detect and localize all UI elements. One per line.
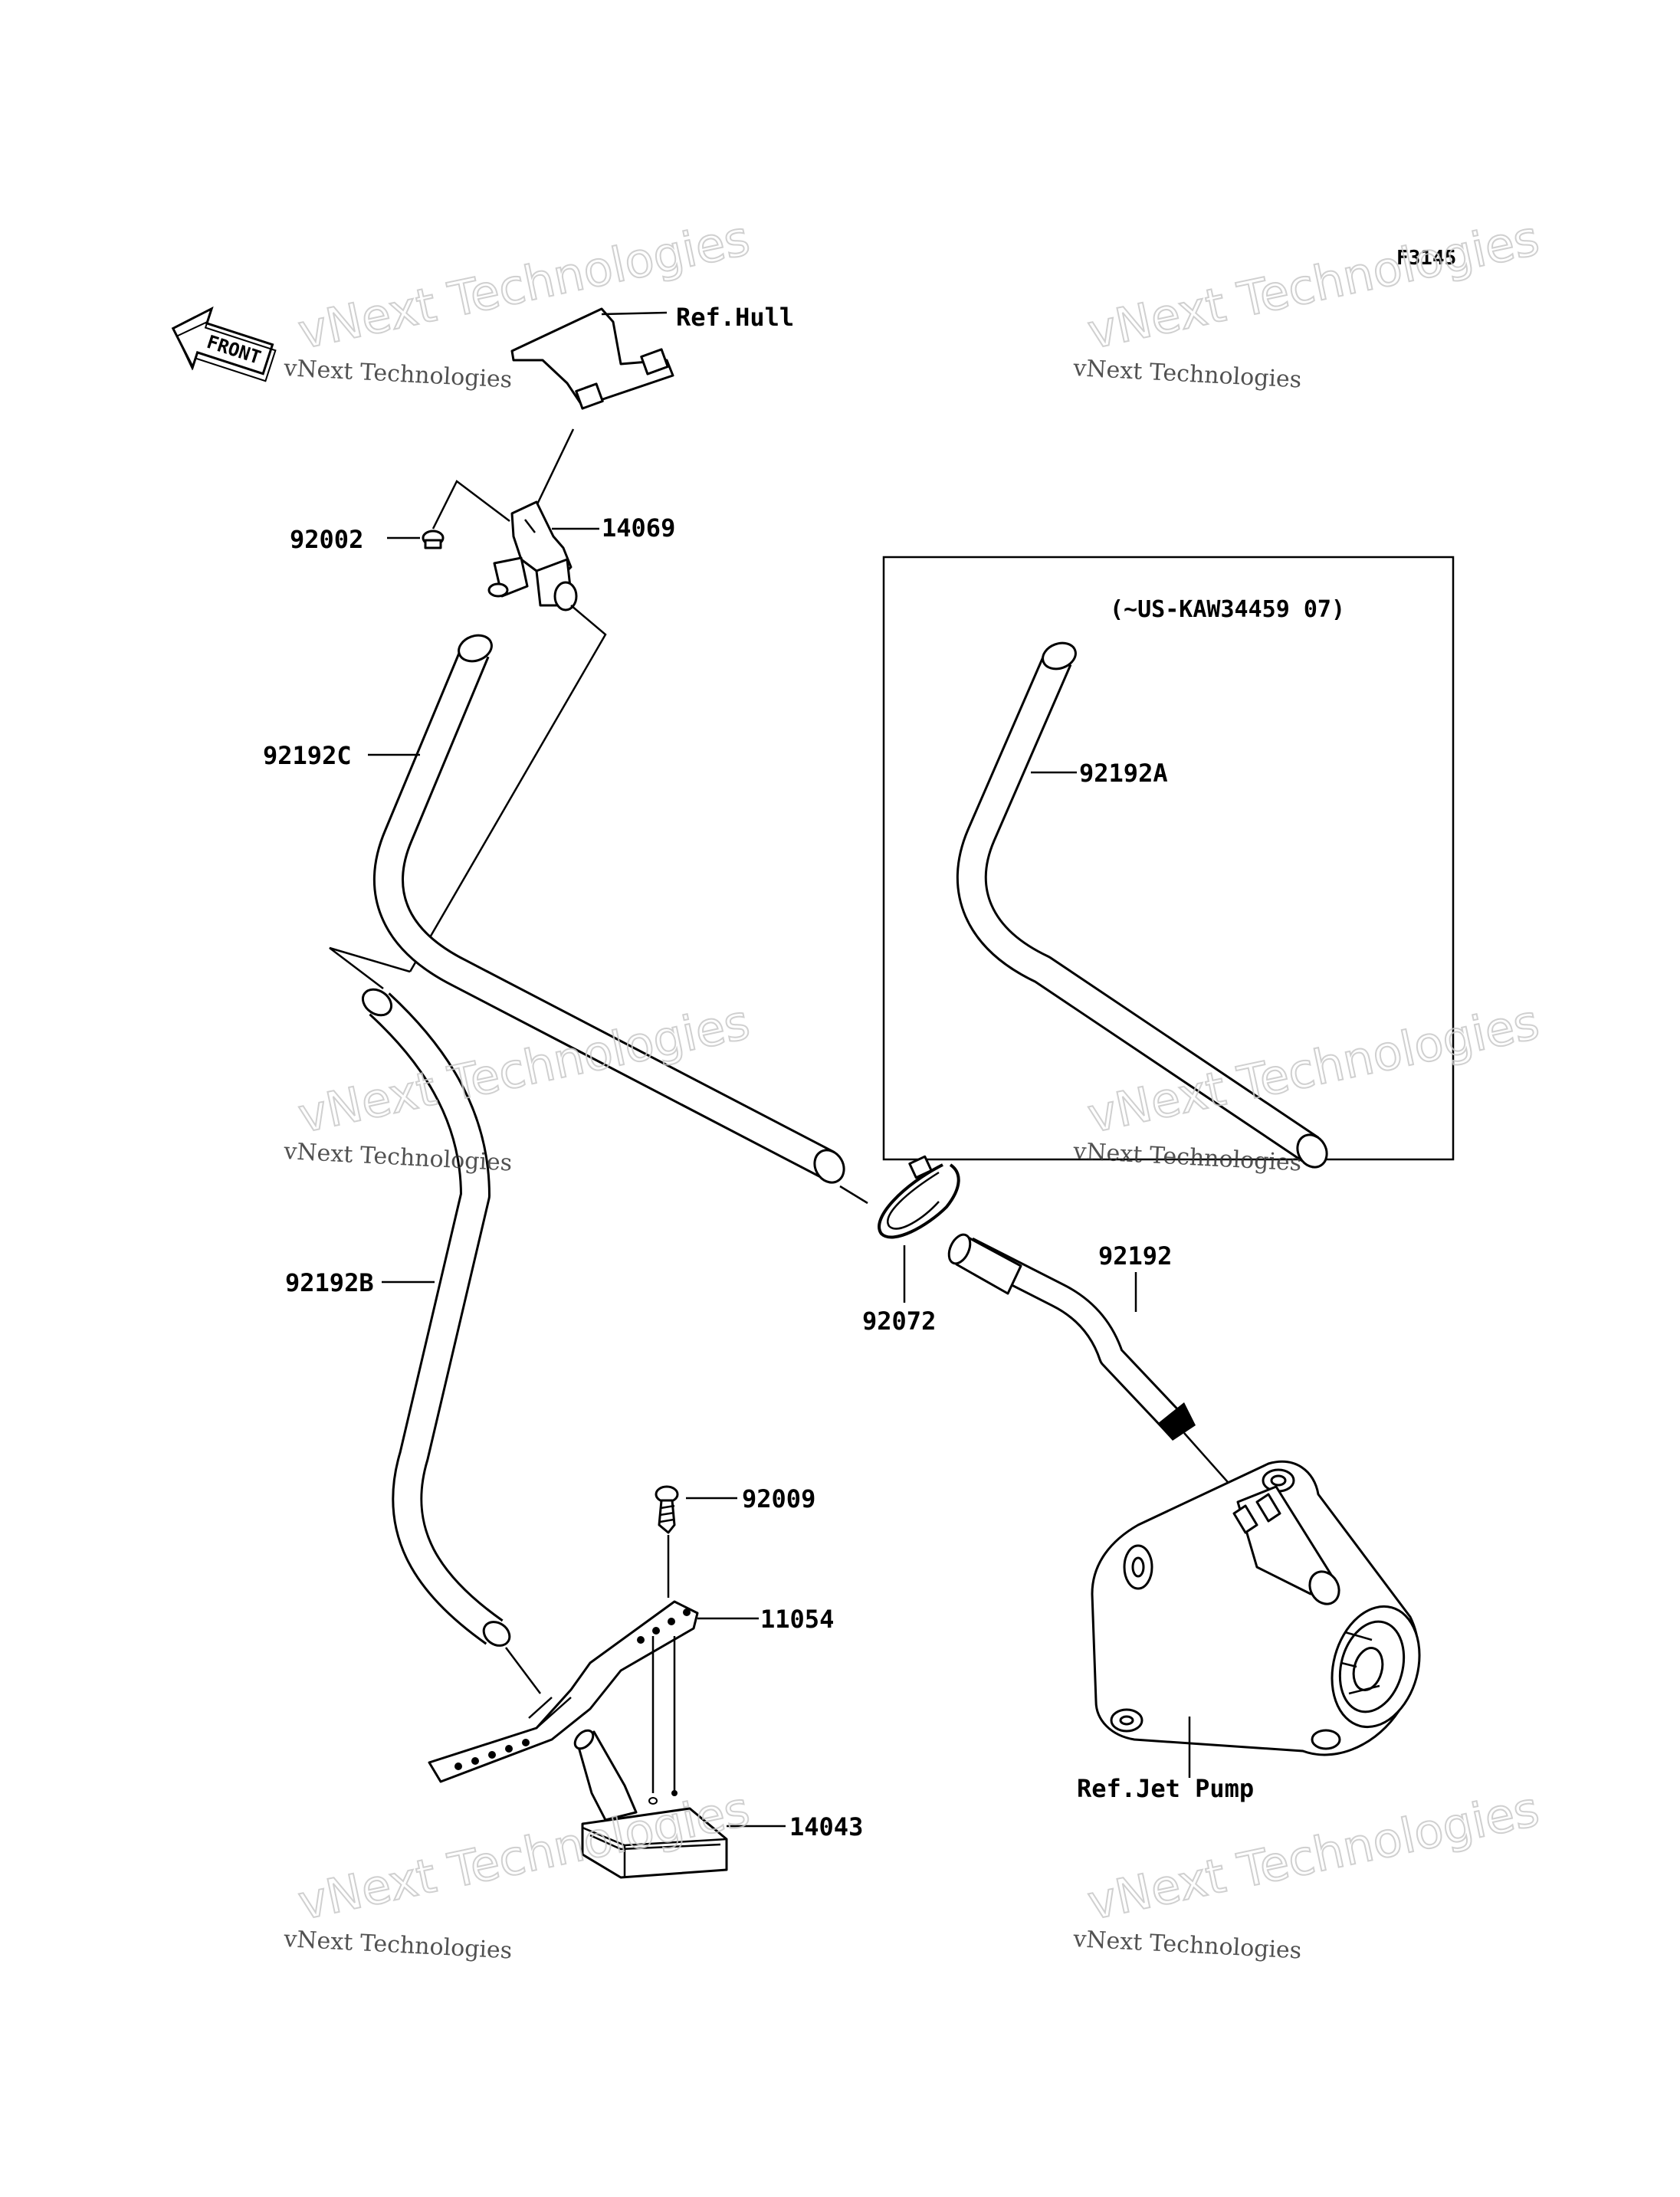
label-14069: 14069	[602, 513, 675, 543]
label-92009: 92009	[742, 1484, 815, 1513]
svg-text:vNext Technologies: vNext Technologies	[1072, 1138, 1302, 1177]
hose-92192c	[373, 634, 845, 1184]
label-92192: 92192	[1098, 1241, 1172, 1271]
elbow-fitting-14069	[487, 500, 578, 612]
label-92192a: 92192A	[1079, 759, 1168, 788]
figure-code: F3145	[1396, 247, 1456, 270]
svg-text:vNext Technologies: vNext Technologies	[283, 355, 513, 394]
svg-text:vNext Technologies: vNext Technologies	[1083, 994, 1544, 1144]
bracket-11054	[428, 1600, 699, 1783]
watermark-bottom-right: vNext Technologies vNext Technologies	[1072, 1780, 1545, 1965]
svg-text:vNext Technologies: vNext Technologies	[1083, 210, 1544, 360]
svg-text:vNext Technologies: vNext Technologies	[283, 1926, 513, 1965]
hull-bracket	[510, 307, 674, 410]
label-92002: 92002	[290, 525, 363, 554]
variant-box-label: (~US-KAW34459 07)	[1110, 596, 1345, 623]
svg-text:vNext Technologies: vNext Technologies	[1072, 1926, 1302, 1965]
variant-box	[882, 556, 1455, 1161]
front-arrow-icon: FRONT	[171, 306, 277, 382]
svg-text:vNext Technologies: vNext Technologies	[294, 210, 754, 360]
hose-92192	[947, 1233, 1196, 1441]
jet-pump	[1091, 1460, 1421, 1756]
hose-92192a	[956, 641, 1328, 1169]
label-92192c: 92192C	[263, 741, 352, 770]
label-ref-hull: Ref.Hull	[676, 303, 794, 332]
label-14043: 14043	[789, 1812, 863, 1841]
watermark-top-right: vNext Technologies vNext Technologies	[1072, 209, 1545, 394]
svg-text:vNext Technologies: vNext Technologies	[1083, 1781, 1544, 1931]
watermark-top-left: vNext Technologies vNext Technologies	[283, 209, 756, 394]
strainer-14043	[573, 1729, 728, 1879]
bolt-92002	[422, 530, 445, 549]
label-92192b: 92192B	[285, 1268, 374, 1297]
clamp-92072	[878, 1155, 960, 1239]
svg-text:vNext Technologies: vNext Technologies	[1072, 355, 1302, 394]
label-ref-jet-pump: Ref.Jet Pump	[1077, 1774, 1254, 1803]
hose-92192b	[361, 988, 511, 1647]
label-92072: 92072	[862, 1307, 936, 1336]
label-11054: 11054	[760, 1605, 834, 1634]
screw-92009	[655, 1485, 679, 1534]
